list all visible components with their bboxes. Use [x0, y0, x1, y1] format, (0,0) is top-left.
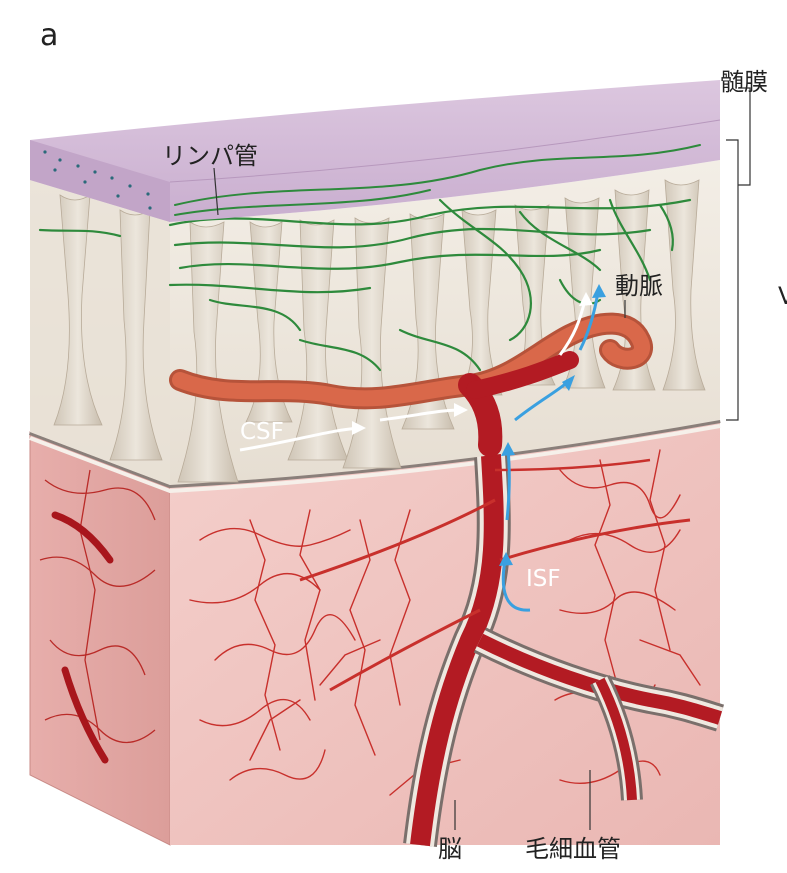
edge-cut-label: V [778, 282, 787, 310]
isf-label: ISF [526, 566, 561, 592]
capillary-label: 毛細血管 [525, 829, 621, 864]
brain-label: 脳 [438, 829, 462, 864]
panel-label: a [40, 18, 58, 53]
lymphatic-label: リンパ管 [162, 136, 258, 171]
csf-label: CSF [240, 419, 284, 445]
meninges-label: 髄膜 [720, 62, 768, 97]
artery-label: 動脈 [615, 266, 663, 301]
